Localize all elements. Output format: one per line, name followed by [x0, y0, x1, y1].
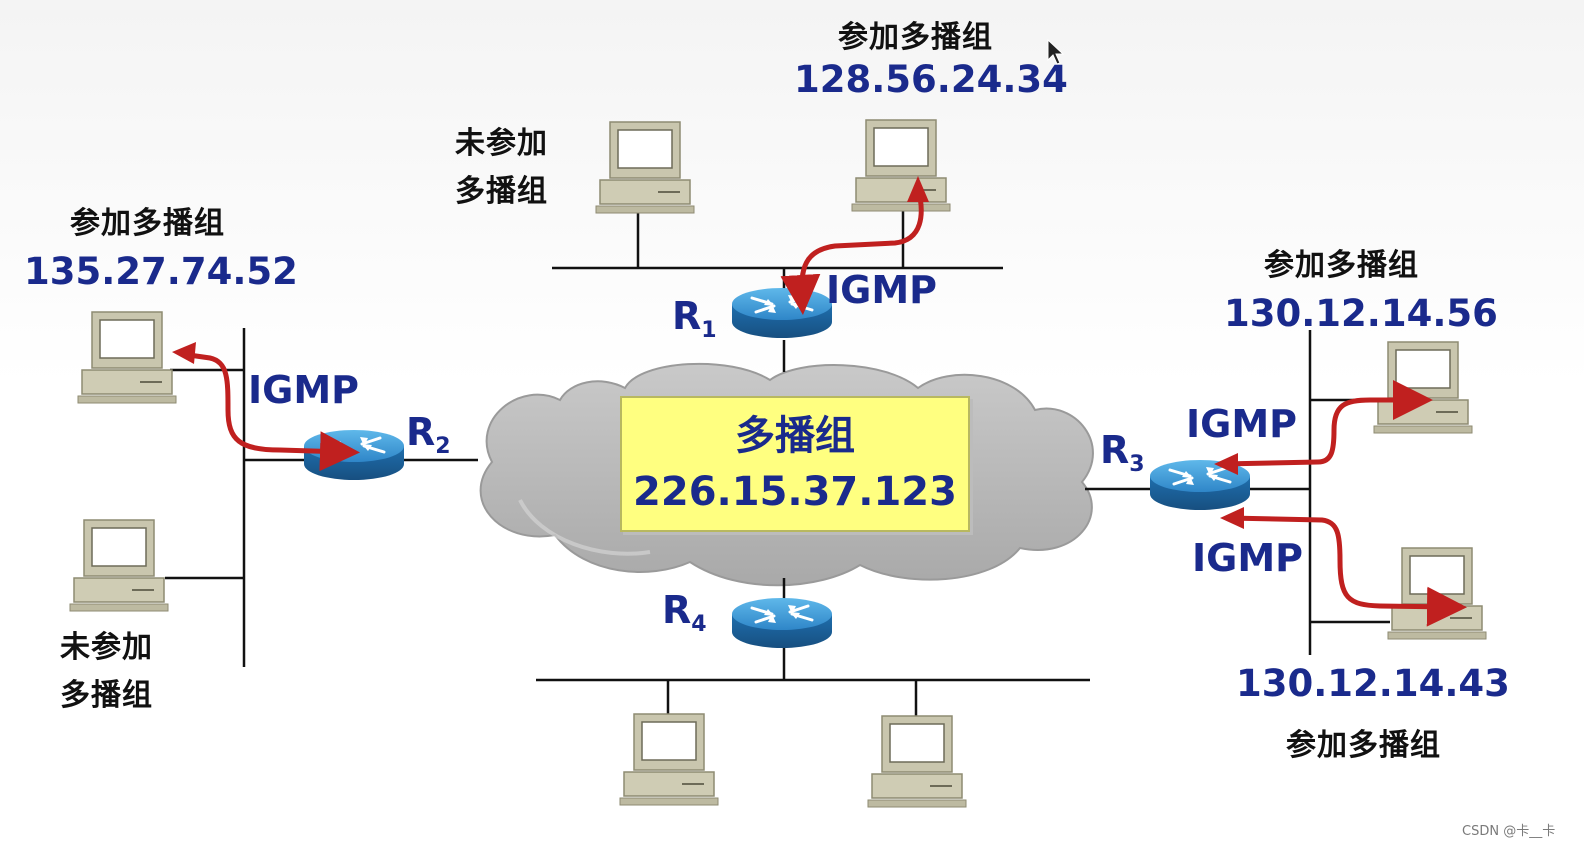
right-top-joined-ip: 130.12.14.56: [1224, 292, 1498, 335]
router-r1: [730, 286, 834, 340]
igmp-label-r3-top: IGMP: [1186, 402, 1297, 446]
router-label-r2: R2: [406, 410, 451, 459]
router-r4: [730, 596, 834, 650]
top-joined-status: 参加多播组: [838, 20, 993, 55]
pc-right-bottom-joined: [1387, 547, 1487, 640]
mouse-cursor-icon: [1047, 38, 1065, 65]
left-not-joined-line1: 未参加: [60, 630, 153, 665]
pc-left-not-joined: [69, 519, 169, 612]
igmp-arrow-r3-bottom: [1225, 515, 1467, 627]
pc-right-top-joined: [1373, 341, 1473, 434]
router-label-r1: R1: [672, 294, 717, 343]
multicast-group-address: 226.15.37.123: [633, 469, 957, 515]
router-label-r3: R3: [1100, 428, 1145, 477]
top-not-joined-line1: 未参加: [455, 126, 548, 161]
igmp-label-r3-bottom: IGMP: [1192, 536, 1303, 580]
router-r2: [302, 428, 406, 482]
pc-top-joined: [851, 119, 951, 212]
top-not-joined-line2: 多播组: [455, 174, 548, 209]
right-bottom-joined-ip: 130.12.14.43: [1236, 662, 1510, 705]
arrowhead-left-pc: [172, 342, 196, 364]
multicast-group-title: 多播组: [735, 413, 855, 459]
router-label-r4: R4: [662, 588, 707, 637]
igmp-arrow-r3-top: [1219, 380, 1433, 467]
igmp-label-r2: IGMP: [248, 368, 359, 412]
left-joined-status: 参加多播组: [70, 206, 225, 241]
network-links: [165, 210, 1390, 716]
top-joined-ip: 128.56.24.34: [794, 58, 1068, 101]
arrowhead-top-pc: [907, 176, 929, 202]
pc-top-not-joined: [595, 121, 695, 214]
igmp-arrow-r2: [179, 351, 360, 472]
arrowhead-r3-bottom: [1220, 507, 1244, 529]
pc-left-joined: [77, 311, 177, 404]
igmp-arrow-r1: [780, 185, 924, 315]
right-bottom-joined-status: 参加多播组: [1286, 728, 1441, 763]
left-joined-ip: 135.27.74.52: [24, 250, 298, 293]
multicast-group-box: 多播组 226.15.37.123: [620, 396, 970, 532]
arrowhead-r3-top: [1214, 453, 1238, 475]
pc-bottom-right: [867, 715, 967, 808]
pc-bottom-left: [619, 713, 719, 806]
igmp-label-r1: IGMP: [826, 268, 937, 312]
credit-watermark: CSDN @卡__卡: [1462, 824, 1556, 839]
right-top-joined-status: 参加多播组: [1264, 248, 1419, 283]
left-not-joined-line2: 多播组: [60, 678, 153, 713]
